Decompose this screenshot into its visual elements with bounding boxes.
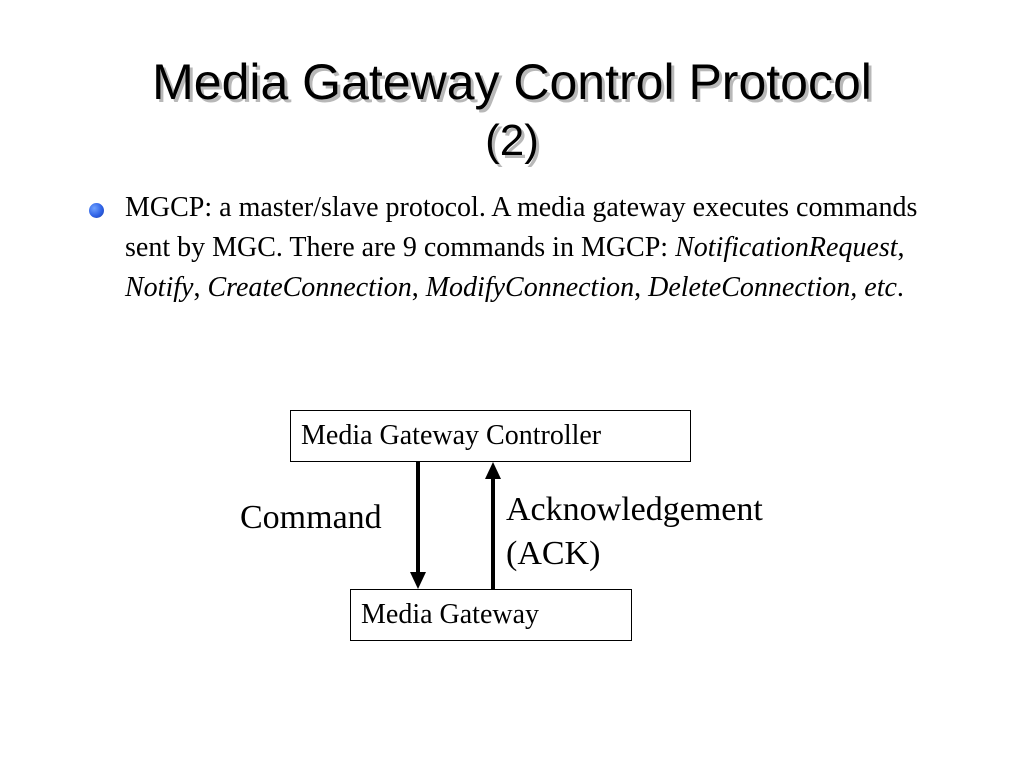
title-line-2: (2) [485, 116, 539, 165]
sentence-end: . [896, 272, 904, 303]
command-delete-connection: DeleteConnection, etc [648, 272, 897, 303]
media-gateway-box: Media Gateway [350, 589, 632, 641]
bullet-dot-icon [89, 203, 104, 218]
media-gateway-controller-box: Media Gateway Controller [290, 410, 691, 462]
controller-label: Media Gateway Controller [301, 420, 602, 451]
separator: , [193, 272, 208, 303]
title-line-1: Media Gateway Control Protocol [152, 54, 872, 110]
acknowledgement-arrow [485, 462, 501, 589]
slide-title: Media Gateway Control Protocol (2) [0, 52, 1024, 170]
command-notify: Notify [125, 272, 194, 303]
command-arrow [410, 462, 426, 589]
gateway-label: Media Gateway [361, 599, 540, 630]
command-create-connection: CreateConnection [207, 272, 412, 303]
acknowledgement-label: Acknowledgement (ACK) [506, 488, 763, 576]
bullet-intro: MGCP: a master/slave protocol. A media g… [125, 192, 918, 263]
command-notification-request: NotificationRequest [675, 232, 898, 263]
separator: , [411, 272, 426, 303]
separator: , [897, 232, 905, 263]
bullet-paragraph: MGCP: a master/slave protocol. A media g… [125, 188, 965, 308]
command-modify-connection: ModifyConnection [425, 272, 635, 303]
command-label: Command [240, 499, 382, 536]
ack-line-2: (ACK) [506, 535, 601, 572]
separator: , [634, 272, 649, 303]
ack-line-1: Acknowledgement [506, 491, 763, 528]
